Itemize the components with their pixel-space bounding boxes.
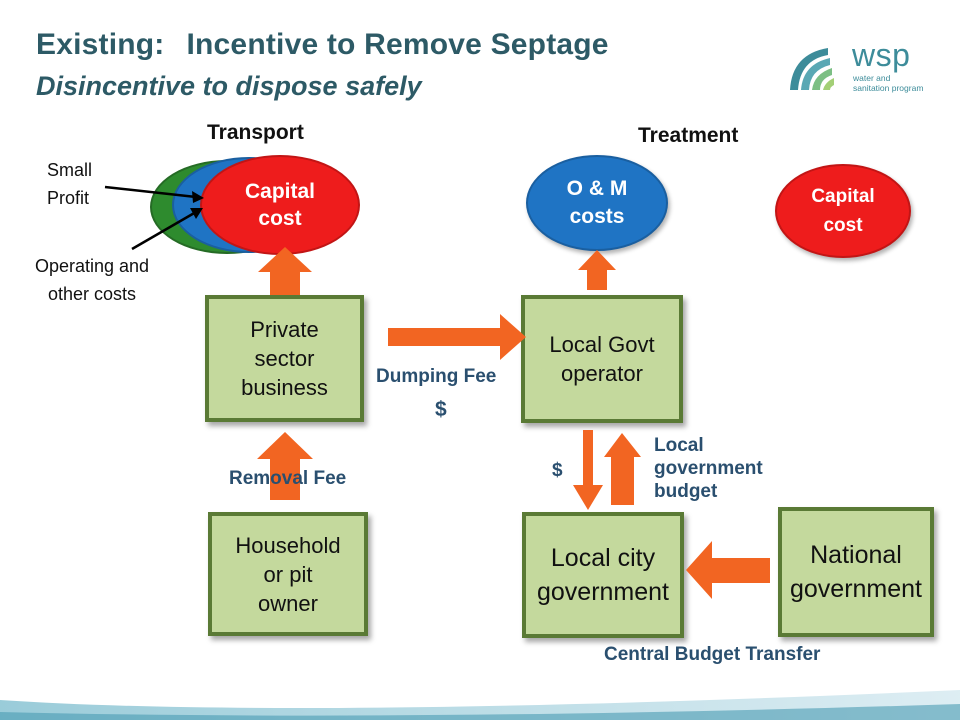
budget-line1: Local	[654, 435, 704, 456]
section-transport: Transport	[207, 121, 304, 144]
operating-costs-line1: Operating and	[34, 256, 150, 276]
budget-line3: budget	[654, 481, 718, 502]
local-government-budget-label: Local government budget	[654, 434, 763, 503]
localcity-line1: Local city	[550, 544, 656, 572]
title-prefix: Existing:	[36, 28, 165, 61]
private-line1: Private	[250, 317, 319, 342]
small-profit-note: Small Profit	[47, 156, 92, 212]
title-main: Incentive to Remove Septage	[186, 28, 609, 61]
section-treatment: Treatment	[638, 124, 739, 147]
private-line3: business	[241, 375, 328, 400]
private-line2: sector	[254, 346, 315, 371]
small-profit-line1: Small	[47, 160, 93, 180]
household-pit-owner-box: Household or pit owner	[208, 512, 368, 636]
transport-capital-line1: Capital	[244, 180, 315, 203]
om-costs-line1: O & M	[566, 177, 628, 200]
dumping-fee-dollar: $	[435, 398, 447, 421]
om-costs-ellipse: O & M costs	[526, 155, 668, 251]
central-budget-transfer-label: Central Budget Transfer	[604, 644, 821, 665]
dollar-label: $	[552, 460, 563, 481]
small-profit-line2: Profit	[47, 188, 90, 208]
operating-costs-note: Operating and other costs	[16, 252, 168, 308]
localgovt-line2: operator	[561, 361, 643, 386]
transport-capital-line2: cost	[258, 207, 302, 230]
logo-tagline-line1: water and	[853, 73, 891, 83]
arrow-operator-to-om	[578, 250, 616, 290]
budget-line2: government	[654, 458, 763, 479]
national-line2: government	[789, 575, 923, 603]
localcity-line2: government	[536, 578, 670, 606]
om-costs-line2: costs	[569, 205, 625, 228]
local-govt-operator-box: Local Govt operator	[521, 295, 683, 423]
page-title: Existing: Incentive to Remove Septage	[36, 28, 609, 62]
logo-tagline: water and sanitation program	[853, 73, 953, 93]
removal-fee-label: Removal Fee	[229, 468, 347, 489]
wsp-logo-icon	[790, 48, 834, 90]
logo-wordmark: wsp	[852, 37, 911, 73]
household-line3: owner	[258, 590, 318, 616]
page-subtitle: Disincentive to dispose safely	[36, 71, 422, 101]
logo-tagline-line2: sanitation program	[853, 83, 924, 93]
localgovt-line1: Local Govt	[549, 332, 655, 357]
national-government-box: National government	[778, 507, 934, 637]
private-sector-business-box: Private sector business	[205, 295, 364, 422]
treatment-capital-line1: Capital	[811, 186, 875, 207]
operating-costs-line2: other costs	[47, 284, 137, 304]
arrow-budget-up	[604, 433, 641, 505]
arrow-dollar-down	[573, 430, 603, 510]
household-line2: or pit	[263, 561, 313, 587]
footer-swoosh	[0, 690, 960, 720]
dumping-fee-label: Dumping Fee	[376, 366, 497, 387]
household-line1: Household	[235, 532, 341, 558]
national-line1: National	[810, 541, 902, 569]
local-city-government-box: Local city government	[522, 512, 684, 638]
treatment-capital-cost-ellipse: Capital cost	[775, 164, 911, 258]
arrow-central-transfer	[686, 541, 770, 599]
arrow-dumping-fee	[388, 314, 526, 360]
treatment-capital-line2: cost	[823, 215, 863, 236]
transport-capital-cost-ellipse: Capital cost	[200, 155, 360, 255]
